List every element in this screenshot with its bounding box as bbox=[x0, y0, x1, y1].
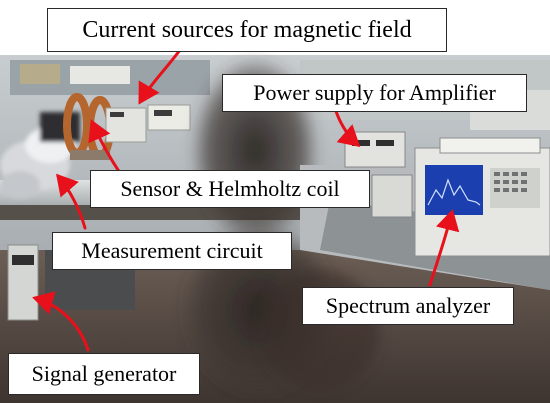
spectrum-analyzer bbox=[414, 137, 550, 257]
label-measurement-circuit: Measurement circuit bbox=[52, 232, 292, 270]
label-signal-generator: Signal generator bbox=[8, 353, 200, 395]
label-spectrum-analyzer: Spectrum analyzer bbox=[302, 287, 514, 325]
label-power-supply: Power supply for Amplifier bbox=[222, 74, 527, 112]
label-current-sources: Current sources for magnetic field bbox=[47, 8, 447, 52]
label-sensor-coil: Sensor & Helmholtz coil bbox=[90, 170, 370, 208]
